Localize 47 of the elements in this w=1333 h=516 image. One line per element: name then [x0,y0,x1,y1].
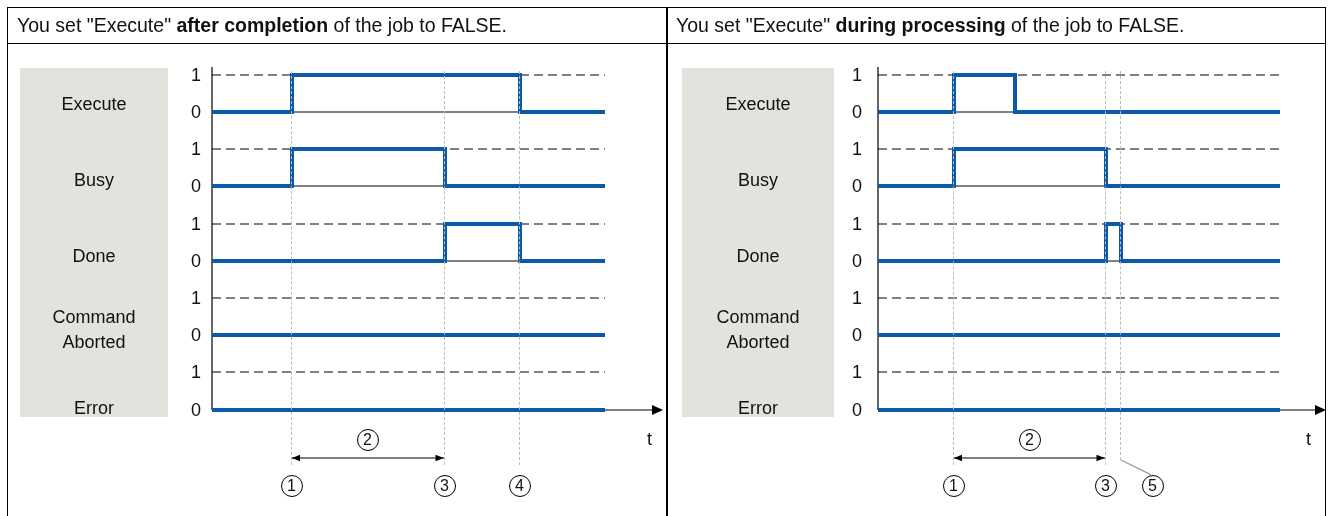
signal-name: Done [71,245,117,268]
heading: You set "Execute" after completion of the job to FALSE. [17,14,508,37]
signal-name: Busy [737,169,779,192]
axis-tick-label: 0 [852,325,862,345]
axis-tick-label: 0 [852,400,862,420]
time-marker-line [290,71,292,465]
axis-tick-label: 1 [852,139,862,159]
signal-name: Command Aborted [51,306,137,354]
signal-name-panel [682,68,834,417]
axis-tick-label: 1 [852,288,862,308]
axis-tick-label: 0 [852,102,862,122]
axis-label: t [647,429,652,449]
duration-arrow [291,454,445,462]
signal-name: Execute [724,93,792,116]
axis-tick-label: 0 [191,176,201,196]
axis-tick-label: 1 [852,214,862,234]
time-marker-line [518,71,520,465]
axis-tick-label: 0 [191,400,201,420]
signal-name: Error [737,397,779,420]
axis-tick-label: 1 [191,288,201,308]
duration-arrow [953,454,1106,462]
axis-tick-label: 1 [191,362,201,382]
axis-tick-label: 1 [852,65,862,85]
time-marker-line [443,71,445,465]
axis-label: t [1306,429,1311,449]
heading: You set "Execute" during processing of the job to FALSE. [676,14,1185,37]
signal-name: Execute [60,93,128,116]
table-panel [666,7,1326,516]
axis-tick-label: 0 [852,251,862,271]
axis-tick-label: 1 [852,362,862,382]
axis-tick-label: 0 [191,102,201,122]
signal-name: Busy [73,169,115,192]
axis-tick-label: 0 [852,176,862,196]
signal-name-panel [20,68,168,417]
table-panel [7,7,668,516]
axis-tick-label: 0 [191,325,201,345]
time-marker-line [952,71,954,465]
leader-line [1120,459,1152,476]
time-marker-line [1104,71,1106,465]
axis-tick-label: 1 [191,65,201,85]
signal-name: Error [73,397,115,420]
time-marker-line [1119,71,1121,460]
axis-tick-label: 1 [191,139,201,159]
signal-name: Done [735,245,781,268]
axis-tick-label: 1 [191,214,201,234]
axis-tick-label: 0 [191,251,201,271]
signal-name: Command Aborted [715,306,801,354]
